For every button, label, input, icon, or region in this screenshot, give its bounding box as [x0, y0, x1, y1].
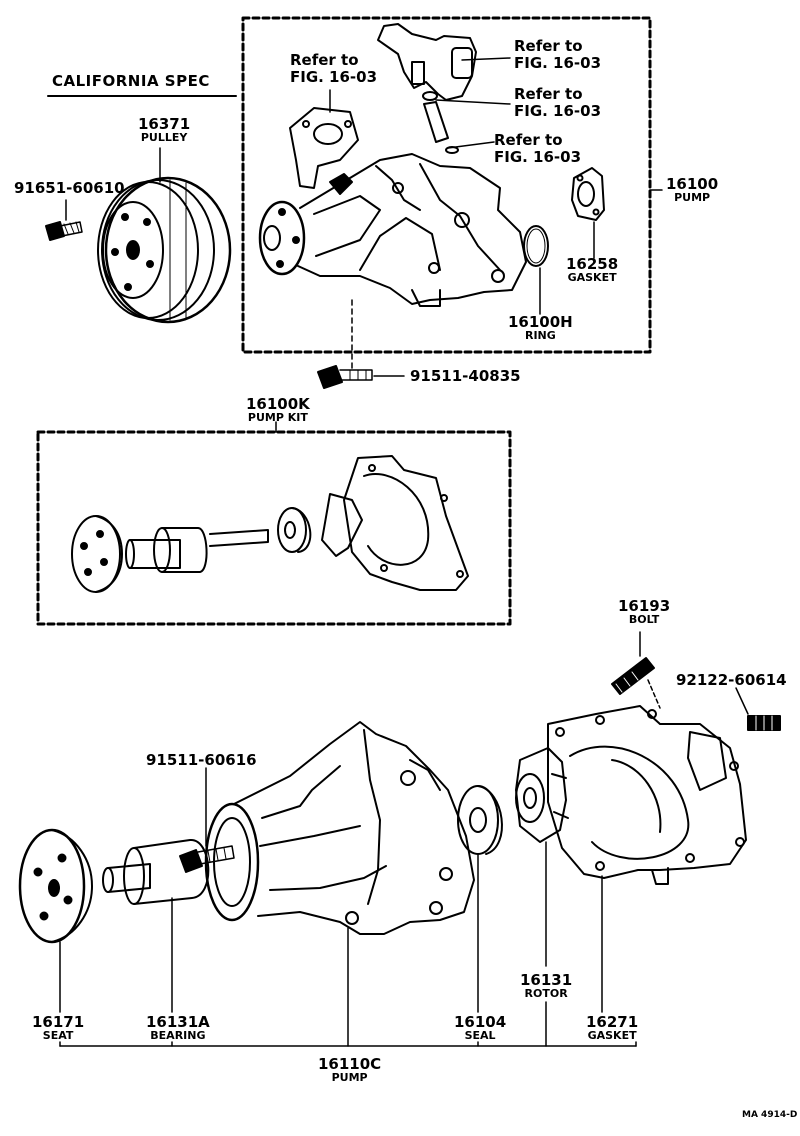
pulley-caption: PULLEY	[140, 131, 188, 144]
pump-assembly-number: 16100	[666, 175, 719, 193]
refer-label-3-line2: FIG. 16-03	[514, 102, 602, 120]
refer-label-3: Refer to FIG. 16-03	[514, 86, 601, 120]
seal-caption: SEAL	[464, 1029, 496, 1042]
pump-body-caption: PUMP	[331, 1071, 368, 1084]
seal-callout: 16104 SEAL	[454, 1014, 506, 1042]
pulley-bolt-number: 91651-60610	[14, 179, 125, 197]
stud-bolt-callout: 16193 BOLT	[618, 598, 670, 626]
outlet-gasket-number: 16258	[566, 255, 619, 273]
refer-label-4: Refer to FIG. 16-03	[494, 132, 581, 166]
pump-housing-drawing	[258, 153, 527, 307]
pump-kit-callout: 16100K PUMP KIT	[246, 396, 310, 424]
pump-assembly-caption: PUMP	[674, 191, 711, 204]
seal-drawing	[457, 785, 503, 855]
pump-kit-caption: PUMP KIT	[247, 411, 308, 424]
refer-label-2-line2: FIG. 16-03	[514, 54, 602, 72]
rotor-caption: ROTOR	[524, 987, 568, 1000]
outlet-gasket-callout: 16258 GASKET	[566, 256, 618, 284]
pump-gasket-number: 16271	[586, 1013, 639, 1031]
ring-callout: 16100H RING	[508, 314, 573, 342]
refer-label-2: Refer to FIG. 16-03	[514, 38, 601, 72]
bearing-caption: BEARING	[150, 1029, 206, 1042]
pump-bolt-number: 91511-40835	[410, 367, 521, 385]
refer-label-1-line2: FIG. 16-03	[290, 68, 378, 86]
refer-label-2-line1: Refer to	[514, 37, 583, 55]
stud-bolt-caption: BOLT	[628, 613, 660, 626]
pulley-callout: 16371 PULLEY	[138, 116, 190, 144]
body-bolt-number: 91511-60616	[146, 751, 257, 769]
drawing-code: MA 4914-D	[742, 1110, 798, 1120]
outlet-pipe-drawing	[289, 107, 359, 189]
seal-number: 16104	[454, 1013, 507, 1031]
refer-label-4-line1: Refer to	[494, 131, 563, 149]
pump-assembly-box	[241, 16, 652, 354]
pump-kit-number: 16100K	[246, 395, 310, 413]
refer-label-3-line1: Refer to	[514, 85, 583, 103]
bearing-number: 16131A	[146, 1013, 210, 1031]
body-bolt-drawing	[179, 845, 235, 873]
pulley-drawing	[97, 176, 232, 324]
pump-gasket-callout: 16271 GASKET	[586, 1014, 638, 1042]
right-stud-drawing	[747, 715, 781, 731]
refer-label-1-line1: Refer to	[290, 51, 359, 69]
stud-bolt-drawing	[611, 657, 655, 695]
pump-assembly-callout: 16100 PUMP	[666, 176, 718, 204]
right-stud-number: 92122-60614	[676, 671, 787, 689]
pump-kit-drawing	[71, 455, 469, 593]
pump-body-number: 16110C	[318, 1055, 382, 1073]
bearing-callout: 16131A BEARING	[146, 1014, 210, 1042]
california-spec-heading: CALIFORNIA SPEC	[52, 72, 210, 90]
refer-label-4-line2: FIG. 16-03	[494, 148, 582, 166]
ring-number: 16100H	[508, 313, 573, 331]
bypass-fitting-drawing	[377, 23, 477, 101]
rotor-callout: 16131 ROTOR	[520, 972, 572, 1000]
ring-caption: RING	[524, 329, 556, 342]
pump-gasket-drawing	[547, 705, 747, 885]
pump-body-callout: 16110C PUMP	[318, 1056, 381, 1084]
o-ring-drawing	[523, 225, 549, 267]
seat-drawing	[18, 828, 93, 944]
rotor-drawing	[515, 747, 569, 843]
seat-caption: SEAT	[42, 1029, 74, 1042]
pulley-bolt-drawing	[45, 221, 83, 241]
pump-bolt-drawing	[317, 365, 373, 389]
pulley-number: 16371	[138, 115, 191, 133]
bearing-drawing	[102, 838, 210, 905]
refer-label-1: Refer to FIG. 16-03	[290, 52, 377, 86]
seat-callout: 16171 SEAT	[32, 1014, 84, 1042]
outlet-gasket-caption: GASKET	[567, 271, 617, 284]
pump-gasket-caption: GASKET	[587, 1029, 637, 1042]
stud-bolt-number: 16193	[618, 597, 671, 615]
pump-body-drawing	[204, 721, 475, 935]
pump-kit-box	[36, 430, 512, 626]
outlet-gasket-drawing	[571, 167, 605, 221]
rotor-number: 16131	[520, 971, 573, 989]
seat-number: 16171	[32, 1013, 85, 1031]
